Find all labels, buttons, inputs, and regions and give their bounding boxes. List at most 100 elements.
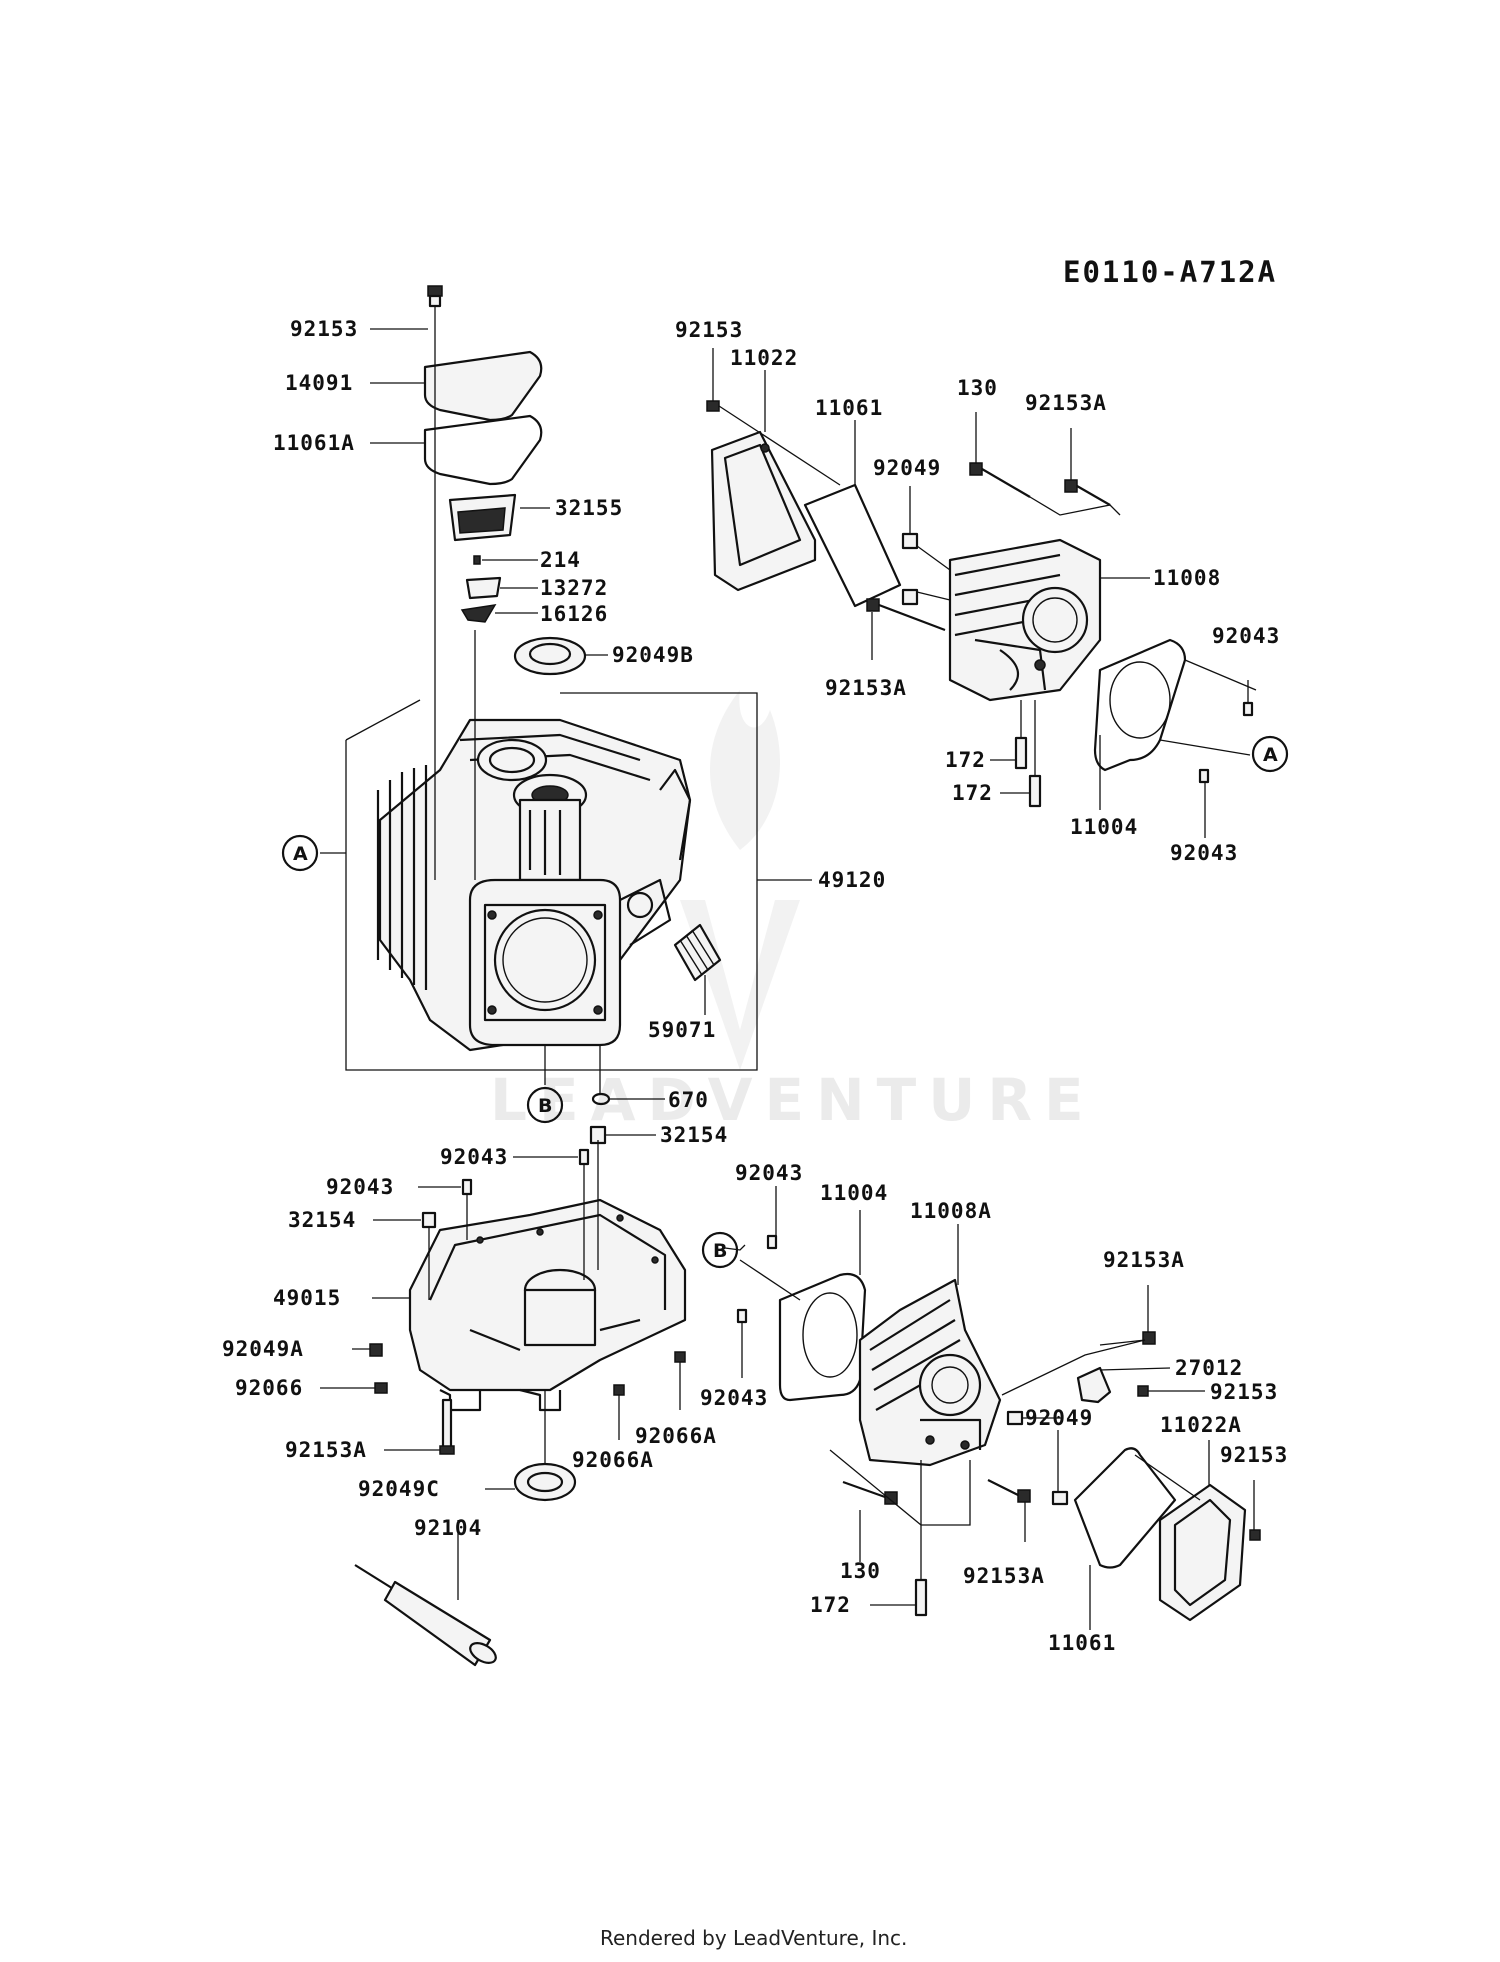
label-92066: 92066 xyxy=(235,1376,303,1400)
bolt-92153a-icon xyxy=(1064,479,1111,506)
label-11061a: 11061A xyxy=(273,431,355,455)
label-92049: 92049 xyxy=(1025,1406,1093,1430)
label-92043: 92043 xyxy=(1212,624,1280,648)
plug-92066-icon xyxy=(374,1382,388,1394)
bolt-130-icon xyxy=(969,462,1031,498)
bolt-92153-icon xyxy=(706,400,720,412)
nut-92049-icon xyxy=(1006,1410,1024,1426)
label-11008: 11008 xyxy=(1153,566,1221,590)
dowel-pin-32154-icon xyxy=(421,1211,437,1229)
dowel-pin-92043-icon xyxy=(578,1148,590,1166)
label-59071: 59071 xyxy=(648,1018,716,1042)
oil-seal-92049c-icon xyxy=(513,1462,577,1502)
head-gasket-11004-icon xyxy=(1093,638,1187,772)
reed-plate-32155-icon xyxy=(448,493,517,542)
label-92043: 92043 xyxy=(700,1386,768,1410)
cylinder-head-11008a-icon xyxy=(858,1278,1002,1467)
label-92153: 92153 xyxy=(290,317,358,341)
crankcase-group xyxy=(320,285,812,1106)
svg-text:B: B xyxy=(538,1095,552,1117)
label-92153: 92153 xyxy=(1220,1443,1288,1467)
label-92043: 92043 xyxy=(1170,841,1238,865)
label-92049c: 92049C xyxy=(358,1477,440,1501)
label-32154: 32154 xyxy=(288,1208,356,1232)
bolt-92153-icon xyxy=(1137,1385,1149,1397)
sealant-tube-92104-icon xyxy=(354,1564,497,1667)
label-27012: 27012 xyxy=(1175,1356,1243,1380)
dowel-pin-92043-icon xyxy=(766,1234,778,1250)
label-92043: 92043 xyxy=(440,1145,508,1169)
plug-92049a-icon xyxy=(369,1343,383,1357)
svg-text:A: A xyxy=(1263,744,1278,766)
label-11004: 11004 xyxy=(820,1181,888,1205)
label-11008a: 11008A xyxy=(910,1199,992,1223)
label-670: 670 xyxy=(668,1088,709,1112)
label-11061: 11061 xyxy=(815,396,883,420)
gasket-11061-icon xyxy=(803,483,902,608)
label-130: 130 xyxy=(840,1559,881,1583)
crankcase-cover-group xyxy=(320,1125,687,1667)
label-92104: 92104 xyxy=(414,1516,482,1540)
rocker-cover-11022-icon xyxy=(710,430,817,592)
gasket-11061-icon xyxy=(1073,1447,1177,1569)
callout-b-right: B xyxy=(701,1231,739,1269)
label-92153: 92153 xyxy=(675,318,743,342)
label-49015: 49015 xyxy=(273,1286,341,1310)
label-13272: 13272 xyxy=(540,576,608,600)
label-214: 214 xyxy=(540,548,581,572)
cylinder-head-group-2 xyxy=(724,1186,1261,1630)
label-172: 172 xyxy=(945,748,986,772)
label-130: 130 xyxy=(957,376,998,400)
crankcase-cover-49015-icon xyxy=(408,1198,687,1412)
bolt-92153-icon xyxy=(427,285,443,308)
crankcase-49120-icon xyxy=(376,718,692,1052)
label-11022: 11022 xyxy=(730,346,798,370)
callout-b-left: B xyxy=(526,1086,564,1124)
label-92049: 92049 xyxy=(873,456,941,480)
label-11004: 11004 xyxy=(1070,815,1138,839)
o-ring-670-icon xyxy=(591,1092,611,1106)
valve-16126-icon xyxy=(460,604,497,623)
svg-text:B: B xyxy=(713,1240,727,1262)
stud-172-icon xyxy=(914,1578,928,1617)
label-16126: 16126 xyxy=(540,602,608,626)
label-92153a: 92153A xyxy=(1103,1248,1185,1272)
label-92153: 92153 xyxy=(1210,1380,1278,1404)
dowel-pin-92043-icon xyxy=(736,1308,748,1324)
dowel-pin-92043-icon xyxy=(1198,768,1210,784)
diagram-reference-code: E0110-A712A xyxy=(1063,255,1277,289)
bolt-92153-icon xyxy=(1249,1529,1261,1541)
bolt-92153a-icon xyxy=(439,1398,455,1455)
label-92043: 92043 xyxy=(735,1161,803,1185)
nut-92049-icon xyxy=(901,532,919,550)
plug-92066a-icon xyxy=(674,1351,686,1363)
callout-a-left: A xyxy=(281,834,319,872)
stud-172-icon xyxy=(1014,736,1028,770)
label-14091: 14091 xyxy=(285,371,353,395)
footer-credit: Rendered by LeadVenture, Inc. xyxy=(600,1926,907,1950)
rocker-cover-11022a-icon xyxy=(1158,1483,1247,1622)
label-92153a: 92153A xyxy=(963,1564,1045,1588)
cylinder-head-group-1 xyxy=(706,348,1257,838)
oil-filter-59071-icon xyxy=(673,923,722,982)
label-92049b: 92049B xyxy=(612,643,694,667)
bolt-130-icon xyxy=(842,1480,898,1505)
bolt-92153a-icon xyxy=(1142,1331,1156,1345)
stud-172-icon xyxy=(1028,774,1042,808)
screw-214-icon xyxy=(473,555,481,565)
breather-cover-14091-icon xyxy=(423,350,543,422)
head-gasket-11004-icon xyxy=(778,1272,867,1402)
plug-92066a-icon xyxy=(613,1384,625,1396)
dowel-pin-92043-icon xyxy=(1242,701,1254,717)
dowel-pin-92043-icon xyxy=(461,1178,473,1196)
callout-a-right: A xyxy=(1251,735,1289,773)
label-172: 172 xyxy=(810,1593,851,1617)
plate-13272-icon xyxy=(465,576,502,600)
bracket-27012-icon xyxy=(1076,1366,1112,1404)
bolt-92153a-icon xyxy=(987,1479,1031,1503)
label-92153a: 92153A xyxy=(1025,391,1107,415)
label-92066a: 92066A xyxy=(635,1424,717,1448)
label-32155: 32155 xyxy=(555,496,623,520)
bolt-92153a-icon xyxy=(866,598,946,632)
